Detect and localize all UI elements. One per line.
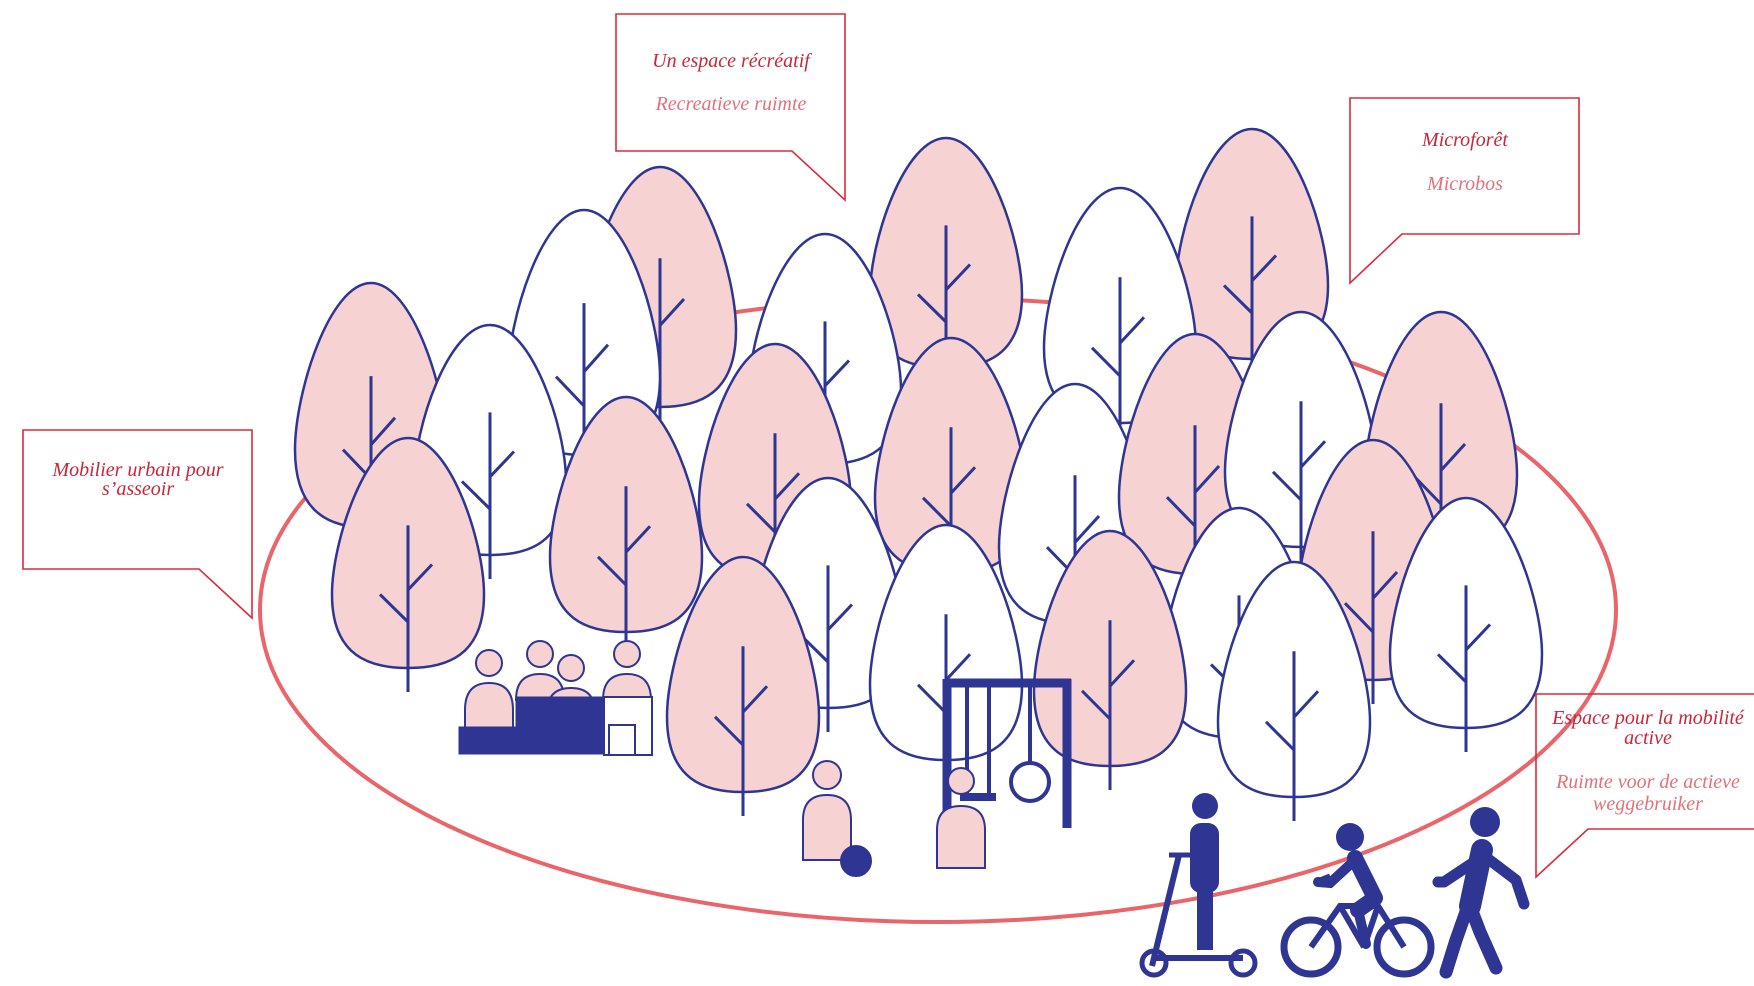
callout-active-mobility: Espace pour la mobilité active Ruimte vo… (1536, 694, 1754, 877)
callout-recreational-space-fr: Un espace récréatif (652, 50, 812, 72)
callout-mobility-fr-line1: Espace pour la mobilité (1551, 707, 1745, 729)
callout-recreational-space-nl: Recreatieve ruimte (655, 93, 807, 115)
person-on-scooter-icon (1142, 793, 1255, 975)
callout-seating-fr-line2: s’asseoir (102, 478, 174, 500)
callout-microforest-fr: Microforêt (1421, 129, 1508, 151)
callout-seating: Mobilier urbain pour s’asseoir (23, 430, 252, 618)
cyclist-icon (1284, 823, 1431, 974)
callout-mobility-nl-line2: weggebruiker (1593, 793, 1703, 815)
callout-microforest: Microforêt Microbos (1350, 98, 1579, 283)
pedestrian-icon (1438, 807, 1524, 972)
callout-mobility-fr-line2: active (1624, 727, 1672, 749)
callout-microforest-nl: Microbos (1426, 173, 1503, 195)
child-with-ball (803, 761, 871, 876)
callout-mobility-nl-line1: Ruimte voor de actieve (1555, 771, 1740, 793)
